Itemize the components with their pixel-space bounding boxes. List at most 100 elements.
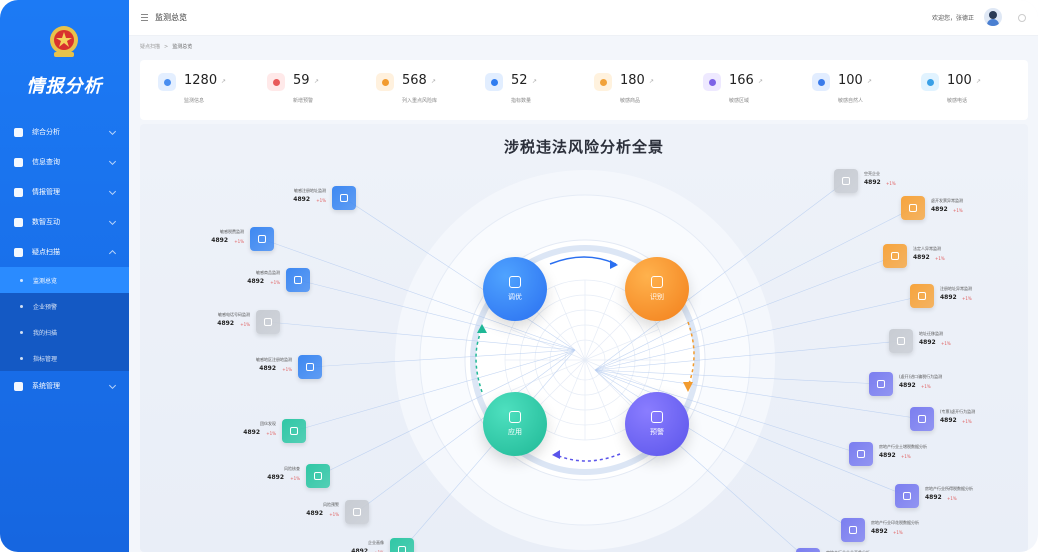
trend-arrow-icon: ↗ — [221, 78, 227, 85]
node-icon — [282, 419, 306, 443]
menu-toggle-icon[interactable] — [141, 14, 148, 21]
chevron-down-icon — [108, 127, 117, 136]
stat-icon — [267, 73, 285, 91]
cycle-hub[interactable]: 调优 — [483, 257, 547, 321]
radar-spoke — [528, 303, 586, 361]
node-icon — [796, 548, 820, 552]
tax-emblem-icon — [50, 26, 78, 57]
node-icon — [895, 484, 919, 508]
stat-icon — [921, 73, 939, 91]
node-icon — [889, 329, 913, 353]
stat-icon — [812, 73, 830, 91]
node-value: 4892 — [243, 429, 260, 436]
document-icon — [14, 187, 23, 197]
settings-icon[interactable] — [1018, 14, 1026, 22]
radar-spoke — [510, 359, 586, 391]
sidebar-item-label: 情报管理 — [32, 188, 60, 196]
sidebar-subitem-monitor[interactable]: 监测总览 — [0, 267, 129, 293]
stat-label: 敏感商品 — [620, 98, 641, 104]
cycle-hub[interactable]: 预警 — [625, 392, 689, 456]
sidebar-item-system[interactable]: 系统管理 — [0, 371, 129, 401]
stat-value: 180 — [620, 73, 645, 88]
cycle-hub[interactable]: 识别 — [625, 257, 689, 321]
arrow-head-icon — [610, 260, 618, 269]
radar-spoke — [584, 285, 616, 361]
node-value: 4892 — [899, 382, 916, 389]
node-icon — [834, 169, 858, 193]
avatar[interactable] — [984, 8, 1002, 26]
node-name: 房地产行业所得税数据分析 — [925, 486, 973, 491]
trend-arrow-icon: ↗ — [867, 78, 873, 85]
monitor-icon — [651, 411, 663, 423]
node-value: 4892 — [919, 339, 936, 346]
connector-line — [309, 349, 576, 368]
stat-label: 敏感区域 — [729, 98, 750, 104]
node-change: +1% — [893, 530, 903, 535]
node-value: 4892 — [267, 474, 284, 481]
sidebar-item-label: 信息查询 — [32, 158, 60, 166]
node-change: +1% — [282, 367, 292, 372]
sidebar-item-label: 系统管理 — [32, 382, 60, 390]
radar-spoke — [554, 285, 586, 361]
node-icon — [256, 310, 280, 334]
breadcrumb: 疑点扫描>监测总览 — [140, 43, 192, 50]
sidebar-subitem-myscan[interactable]: 我的扫描 — [0, 319, 129, 345]
node-value: 4892 — [217, 320, 234, 327]
sidebar-subitem-indicators[interactable]: 指标管理 — [0, 345, 129, 371]
connector-line — [293, 349, 576, 432]
topbar: 监测总览 欢迎您，张德正 — [129, 0, 1038, 36]
radar-spoke — [554, 359, 586, 435]
sidebar-subitem-warning[interactable]: 企业预警 — [0, 293, 129, 319]
node-value: 4892 — [879, 452, 896, 459]
sidebar-item-interaction[interactable]: 数智互动 — [0, 207, 129, 237]
node-icon — [883, 244, 907, 268]
stat-label: 监测信息 — [184, 98, 205, 104]
node-change: +1% — [266, 431, 276, 436]
connector-line — [594, 369, 908, 497]
sidebar-item-scan[interactable]: 疑点扫描 — [0, 237, 129, 267]
connector-line — [594, 295, 923, 371]
connector-line — [594, 207, 914, 371]
node-value: 4892 — [211, 237, 228, 244]
stat-label: 指标数量 — [511, 98, 532, 104]
cycle-hub[interactable]: 应用 — [483, 392, 547, 456]
node-name: 房地产行业印花税数据分析 — [871, 520, 919, 525]
breadcrumb-root[interactable]: 疑点扫描 — [140, 44, 161, 50]
right-risk-node[interactable]: 房地产行业企业画像分析4892+1% — [796, 548, 870, 552]
sidebar-item-intel[interactable]: 情报管理 — [0, 177, 129, 207]
cycle-arrow — [687, 321, 695, 387]
node-name: 敏感商品监测 — [256, 270, 280, 275]
sidebar-item-query[interactable]: 信息查询 — [0, 147, 129, 177]
connector-line — [594, 340, 902, 371]
sidebar-item-overview[interactable]: 综合分析 — [0, 117, 129, 147]
node-value: 4892 — [247, 278, 264, 285]
sidebar-subitem-label: 指标管理 — [33, 355, 58, 363]
